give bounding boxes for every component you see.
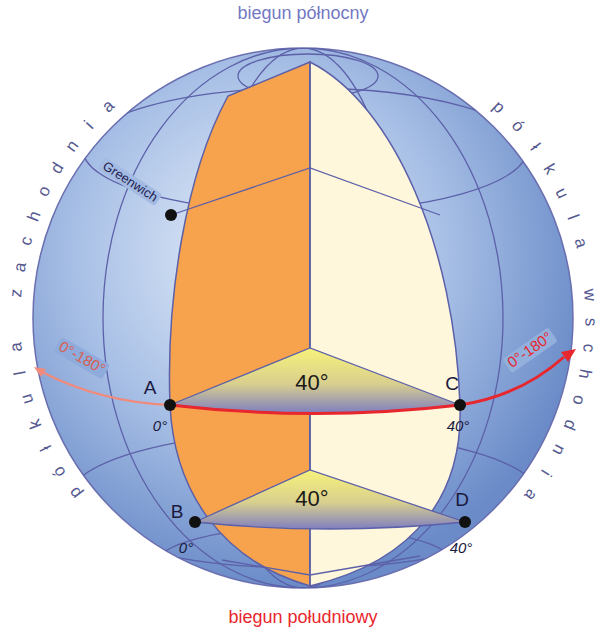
graticule (67, 48, 543, 603)
angle-sector (170, 348, 460, 413)
curved-letter: n (62, 137, 81, 155)
point-dot (164, 399, 176, 411)
curved-letter: k (26, 417, 45, 431)
curved-letter: u (17, 392, 36, 406)
curved-letter: ł (527, 141, 543, 154)
longitude-value: 0° (179, 540, 193, 557)
curved-letter: l (564, 212, 581, 221)
curved-letter: z (7, 288, 25, 298)
point-dot (454, 399, 466, 411)
curved-letter: p (490, 98, 509, 117)
longitude-value: 0° (153, 418, 167, 435)
lune-parallel (171, 168, 440, 215)
curved-letter (6, 318, 23, 323)
point-letter: A (144, 378, 157, 399)
west-arrow (42, 372, 170, 405)
meridian-label: Greenwich (98, 157, 163, 206)
angle-sector (195, 470, 465, 529)
curved-letter: l (12, 370, 29, 377)
curved-letter: w (581, 288, 599, 302)
point-letter: C (445, 374, 459, 395)
curved-letter: n (549, 441, 568, 457)
curved-letter: u (553, 185, 572, 201)
arrow-head (34, 367, 46, 377)
curved-letter: h (24, 208, 43, 223)
curved-letter: i (81, 118, 96, 132)
curved-letter (578, 265, 596, 273)
curved-letter: h (576, 368, 595, 381)
curved-letter: ó (509, 117, 528, 135)
curved-letter: c (580, 343, 598, 353)
curved-letter: a (10, 261, 28, 273)
curved-letter: a (98, 97, 116, 116)
curved-letter: ó (50, 463, 69, 480)
curved-letter: o (35, 183, 54, 199)
points (164, 209, 471, 528)
globe-sphere (33, 48, 573, 588)
longitude-value: 40° (450, 540, 473, 557)
angle-value: 40° (295, 487, 328, 511)
curved-letter: a (521, 486, 540, 504)
curved-letter: s (582, 317, 599, 326)
curved-letter: ł (38, 443, 55, 454)
curved-letter: a (7, 341, 25, 352)
curved-letter: p (65, 484, 84, 502)
arrow-head (561, 349, 576, 362)
longitude-value: 40° (447, 418, 470, 435)
longitude-range: 0°-180° (502, 327, 558, 373)
east-arrow (170, 357, 564, 414)
curved-letter: d (47, 159, 66, 176)
curved-letter: a (571, 236, 590, 250)
meridian-line (103, 48, 503, 588)
longitude-range: 0°-180° (53, 337, 110, 379)
point-dot (165, 209, 177, 221)
pole-label: biegun południowy (228, 608, 377, 628)
curved-letter: o (570, 393, 589, 407)
lune-parallel (222, 556, 420, 575)
curved-letter: d (561, 418, 580, 433)
curved-letter: i (538, 467, 554, 479)
point-letter: B (171, 502, 184, 523)
point-dot (459, 516, 471, 528)
point-letter: D (455, 490, 469, 511)
curved-letter: k (540, 161, 559, 177)
angle-value: 40° (295, 371, 328, 395)
curved-letter: c (16, 235, 35, 248)
point-dot (189, 516, 201, 528)
pole-label: biegun północny (237, 4, 368, 24)
